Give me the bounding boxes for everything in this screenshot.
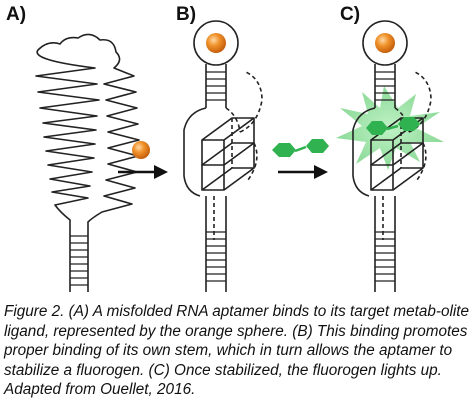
fluorogen-icon [366, 117, 420, 135]
panel-label-c: C) [340, 4, 361, 25]
ligand-sphere-icon [206, 33, 226, 53]
folded-aptamer-icon [183, 20, 263, 292]
panel-label-a: A) [6, 4, 27, 25]
arrow-icon [118, 165, 168, 179]
aptamer-diagram [35, 20, 444, 292]
fluorogen-icon [272, 139, 329, 157]
arrow-icon [278, 165, 328, 179]
panel-label-b: B) [176, 4, 197, 25]
ligand-sphere-icon [375, 33, 395, 53]
misfolded-rna-icon [35, 33, 140, 292]
ligand-sphere-icon [132, 141, 150, 159]
figure-caption: Figure 2. (A) A misfolded RNA aptamer bi… [4, 303, 470, 399]
